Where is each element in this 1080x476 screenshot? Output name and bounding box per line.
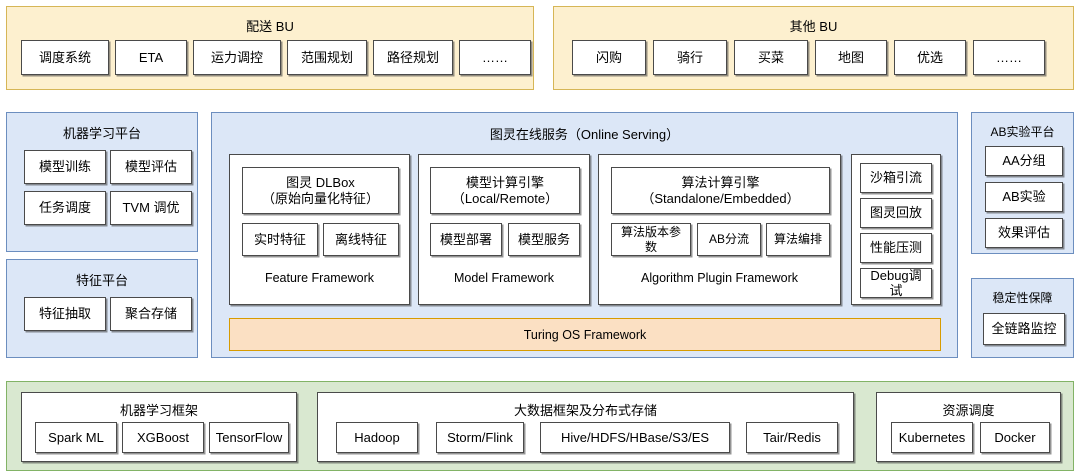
subframe-model-framework: 模型计算引擎 （Local/Remote） 模型部署 模型服务 Model Fr… [418,154,590,305]
node-model-service[interactable]: 模型服务 [508,223,580,256]
group-feature-platform-title: 特征平台 [75,273,128,288]
node-infra-bd-2[interactable]: Hive/HDFS/HBase/S3/ES [540,422,730,453]
node-model-deploy[interactable]: 模型部署 [430,223,502,256]
node-other-1[interactable]: 骑行 [653,40,727,75]
node-delivery-5[interactable]: …… [459,40,531,75]
node-infra-ml-0[interactable]: Spark ML [35,422,117,453]
subframe-ml-frameworks: 机器学习框架 Spark ML XGBoost TensorFlow [21,392,297,462]
group-feature-platform: 特征平台 特征抽取 聚合存储 [6,259,198,358]
node-model-compute-engine[interactable]: 模型计算引擎 （Local/Remote） [430,167,580,214]
node-turing-os-framework[interactable]: Turing OS Framework [229,318,941,351]
group-delivery-bu: 配送 BU 调度系统 ETA 运力调控 范围规划 路径规划 …… [6,6,534,90]
node-delivery-2[interactable]: 运力调控 [193,40,281,75]
subframe-algorithm-plugin-framework-label: Algorithm Plugin Framework [641,271,798,285]
node-infra-bd-1[interactable]: Storm/Flink [436,422,524,453]
node-performance-test[interactable]: 性能压测 [860,233,932,263]
subframe-bigdata: 大数据框架及分布式存储 Hadoop Storm/Flink Hive/HDFS… [317,392,854,462]
subframe-feature-framework: 图灵 DLBox （原始向量化特征） 实时特征 离线特征 Feature Fra… [229,154,410,305]
group-stability-title: 稳定性保障 [992,291,1053,305]
node-ab-1[interactable]: AB实验 [985,182,1063,212]
node-debug[interactable]: Debug调试 [860,268,932,298]
node-other-2[interactable]: 买菜 [734,40,808,75]
node-other-5[interactable]: …… [973,40,1045,75]
node-ab-split[interactable]: AB分流 [697,223,761,256]
subframe-resource-scheduling: 资源调度 Kubernetes Docker [876,392,1061,462]
subframe-ml-frameworks-title: 机器学习框架 [119,403,198,418]
node-other-3[interactable]: 地图 [815,40,887,75]
node-algorithm-version-params[interactable]: 算法版本参数 [611,223,691,256]
node-other-4[interactable]: 优选 [894,40,966,75]
node-realtime-feature[interactable]: 实时特征 [242,223,318,256]
node-delivery-1[interactable]: ETA [115,40,187,75]
subframe-tools-column: 沙箱引流 图灵回放 性能压测 Debug调试 [851,154,941,305]
node-delivery-3[interactable]: 范围规划 [287,40,367,75]
node-algorithm-compute-engine[interactable]: 算法计算引擎 （Standalone/Embedded） [611,167,830,214]
node-delivery-0[interactable]: 调度系统 [21,40,109,75]
group-other-bu-title: 其他 BU [789,19,838,34]
node-ab-2[interactable]: 效果评估 [985,218,1063,248]
node-infra-bd-0[interactable]: Hadoop [336,422,418,453]
node-other-0[interactable]: 闪购 [572,40,646,75]
node-feature-1[interactable]: 聚合存储 [110,297,192,331]
node-algorithm-orchestration[interactable]: 算法编排 [766,223,830,256]
subframe-bigdata-title: 大数据框架及分布式存储 [513,403,657,418]
node-feature-0[interactable]: 特征抽取 [24,297,106,331]
group-online-serving-title: 图灵在线服务（Online Serving） [489,127,680,142]
subframe-algorithm-plugin-framework: 算法计算引擎 （Standalone/Embedded） 算法版本参数 AB分流… [598,154,841,305]
group-delivery-bu-title: 配送 BU [246,19,294,34]
subframe-model-framework-label: Model Framework [453,271,555,285]
node-turing-replay[interactable]: 图灵回放 [860,198,932,228]
node-ml-2[interactable]: 任务调度 [24,191,106,225]
group-ml-platform-title: 机器学习平台 [62,126,141,141]
group-infrastructure: 机器学习框架 Spark ML XGBoost TensorFlow 大数据框架… [6,381,1074,471]
subframe-resource-scheduling-title: 资源调度 [942,403,995,418]
group-ab-platform: AB实验平台 AA分组 AB实验 效果评估 [971,112,1074,254]
node-sandbox-traffic[interactable]: 沙箱引流 [860,163,932,193]
group-ml-platform: 机器学习平台 模型训练 模型评估 任务调度 TVM 调优 [6,112,198,252]
group-stability: 稳定性保障 全链路监控 [971,278,1074,358]
node-infra-ml-1[interactable]: XGBoost [122,422,204,453]
node-ab-0[interactable]: AA分组 [985,146,1063,176]
node-delivery-4[interactable]: 路径规划 [373,40,453,75]
node-offline-feature[interactable]: 离线特征 [323,223,399,256]
group-ab-platform-title: AB实验平台 [990,125,1055,139]
node-infra-ml-2[interactable]: TensorFlow [209,422,289,453]
node-ml-3[interactable]: TVM 调优 [110,191,192,225]
subframe-feature-framework-label: Feature Framework [264,271,375,285]
group-other-bu: 其他 BU 闪购 骑行 买菜 地图 优选 …… [553,6,1074,90]
node-infra-rs-1[interactable]: Docker [980,422,1050,453]
node-stability-0[interactable]: 全链路监控 [983,313,1065,345]
node-infra-rs-0[interactable]: Kubernetes [891,422,973,453]
node-turing-dlbox[interactable]: 图灵 DLBox （原始向量化特征） [242,167,399,214]
node-ml-1[interactable]: 模型评估 [110,150,192,184]
node-infra-bd-3[interactable]: Tair/Redis [746,422,838,453]
node-ml-0[interactable]: 模型训练 [24,150,106,184]
group-online-serving: 图灵在线服务（Online Serving） 图灵 DLBox （原始向量化特征… [211,112,958,358]
